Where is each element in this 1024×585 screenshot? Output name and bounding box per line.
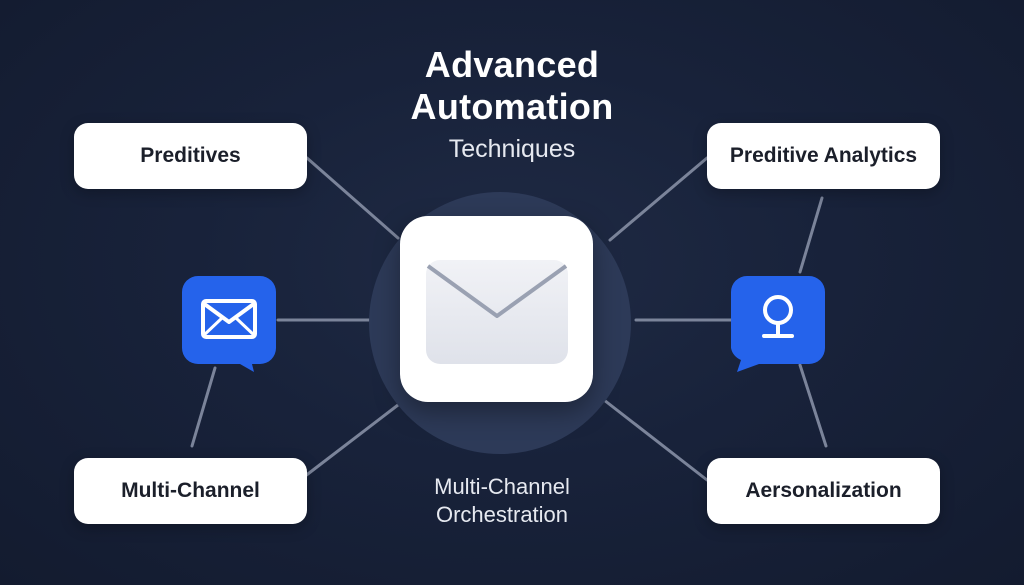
title-line-1: Advanced [424,44,600,85]
location-pin-chat-icon[interactable] [731,276,825,372]
node-multi-channel[interactable]: Multi-Channel [74,458,307,524]
orchestration-label-line-1: Multi-Channel [434,474,570,499]
email-chat-icon[interactable] [182,276,276,372]
hub-card [400,216,593,402]
node-preditive-analytics[interactable]: Preditive Analytics [707,123,940,189]
node-aersonalization[interactable]: Aersonalization [707,458,940,524]
orchestration-label-line-2: Orchestration [435,502,569,527]
title-line-2: Automation [410,86,614,127]
envelope-icon [426,260,568,364]
title-subtitle: Techniques [448,135,576,163]
node-preditives[interactable]: Preditives [74,123,307,189]
orchestration-label: Multi-Channel Orchestration [392,473,612,529]
diagram-title: Advanced Automation Techniques [362,44,662,164]
